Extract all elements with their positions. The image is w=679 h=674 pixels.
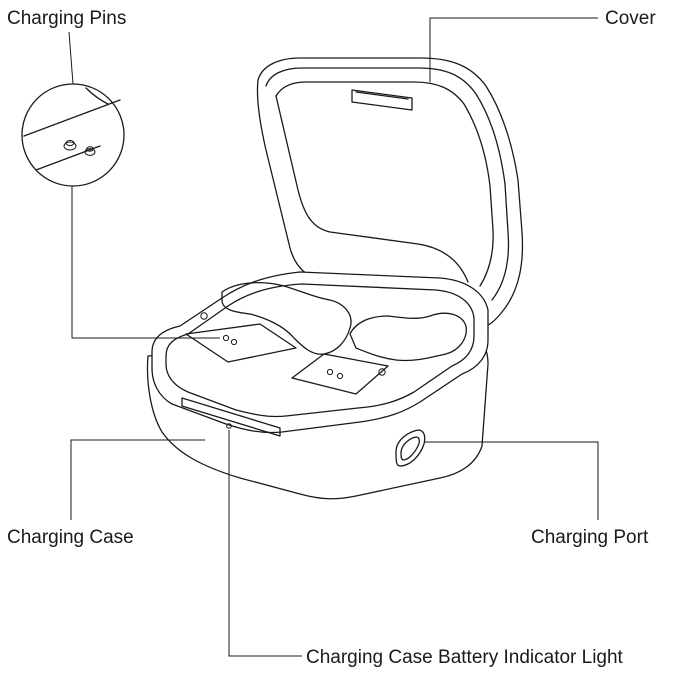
label-charging-pins: Charging Pins (7, 8, 127, 29)
label-charging-port: Charging Port (531, 527, 649, 548)
case-body (146, 271, 489, 500)
cover-lid (256, 57, 524, 327)
leader-lines (68, 17, 599, 657)
label-charging-case: Charging Case (7, 527, 134, 548)
label-battery-indicator-light: Charging Case Battery Indicator Light (306, 647, 623, 668)
charging-pins-detail (21, 83, 125, 187)
label-cover: Cover (605, 8, 656, 29)
